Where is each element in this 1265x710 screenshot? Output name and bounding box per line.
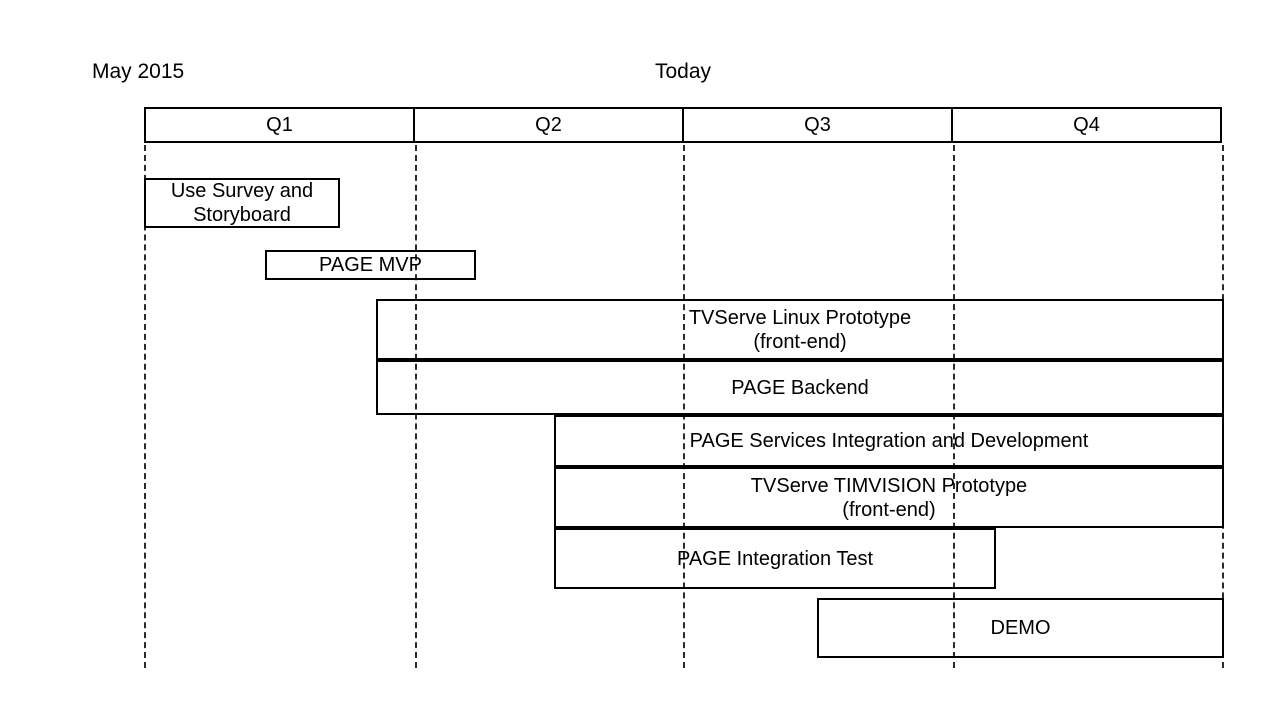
task-bar[interactable]: TVServe Linux Prototype (front-end) (376, 299, 1224, 360)
task-bar[interactable]: TVServe TIMVISION Prototype (front-end) (554, 467, 1224, 528)
task-bar-label: TVServe Linux Prototype (front-end) (688, 306, 912, 353)
task-bar[interactable]: DEMO (817, 598, 1224, 658)
gridline-1 (415, 145, 417, 668)
timeline-start-label: May 2015 (92, 60, 185, 83)
task-bar-label: PAGE Backend (731, 376, 869, 399)
task-bar-label: PAGE Services Integration and Developmen… (689, 430, 1089, 452)
quarter-cell-q1[interactable]: Q1 (146, 109, 415, 141)
task-bar-label: Use Survey and Storyboard (170, 180, 314, 226)
task-bar[interactable]: Use Survey and Storyboard (144, 178, 340, 228)
today-marker-label: Today (654, 60, 712, 83)
quarter-label: Q2 (535, 113, 562, 136)
quarter-cell-q3[interactable]: Q3 (684, 109, 953, 141)
gridline-0 (144, 145, 146, 668)
quarter-cell-q2[interactable]: Q2 (415, 109, 684, 141)
gridline-3 (953, 145, 955, 668)
task-bar-label: PAGE MVP (319, 254, 422, 276)
task-bar[interactable]: PAGE Backend (376, 360, 1224, 415)
quarter-label: Q1 (266, 113, 293, 136)
task-bar[interactable]: PAGE Services Integration and Developmen… (554, 415, 1224, 467)
quarter-header-row: Q1 Q2 Q3 Q4 (144, 107, 1222, 143)
gridline-2 (683, 145, 685, 668)
quarter-label: Q4 (1073, 113, 1100, 136)
task-bar-label: DEMO (990, 617, 1051, 639)
task-bar[interactable]: PAGE MVP (265, 250, 476, 280)
quarter-cell-q4[interactable]: Q4 (953, 109, 1220, 141)
quarter-label: Q3 (804, 113, 831, 136)
task-bar-label: PAGE Integration Test (676, 547, 874, 570)
task-bar-label: TVServe TIMVISION Prototype (front-end) (750, 474, 1028, 521)
task-bar[interactable]: PAGE Integration Test (554, 528, 996, 589)
